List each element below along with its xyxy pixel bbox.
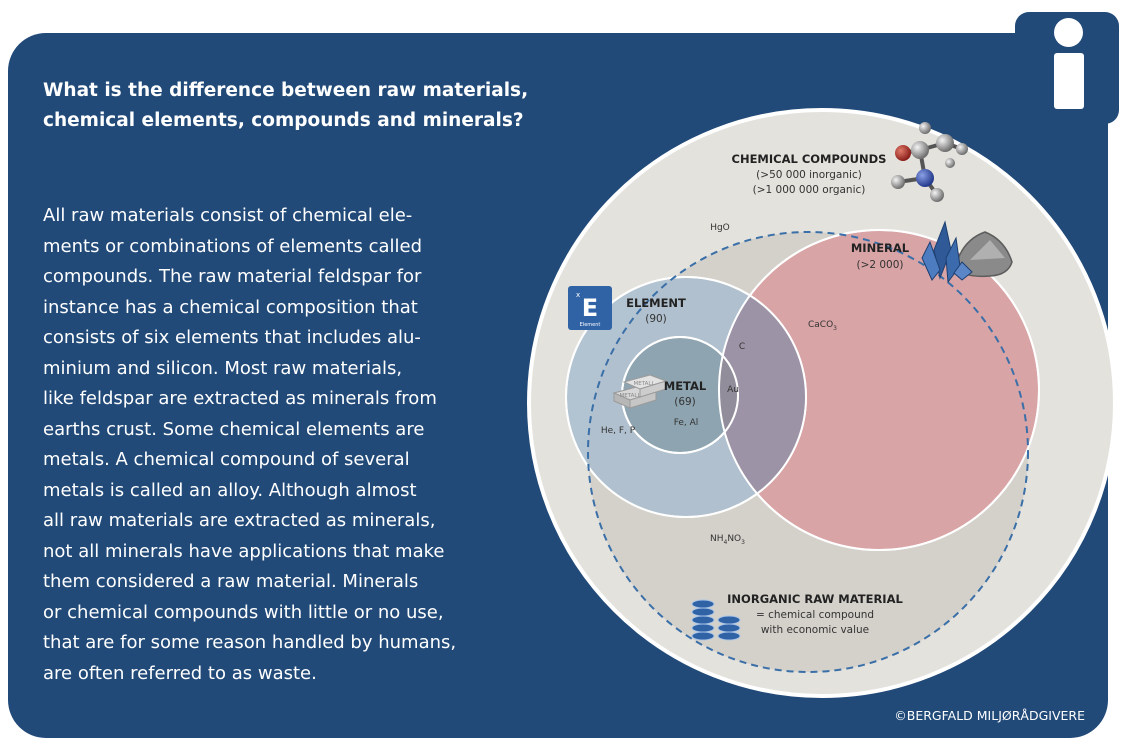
mineral-title: MINERAL [851,241,910,255]
molecule-icon [891,122,968,202]
metal-count: (69) [674,396,696,408]
example-hgo: HgO [710,223,730,233]
element-count: (90) [645,313,667,325]
compounds-title: CHEMICAL COMPOUNDS [732,152,887,166]
compounds-inorganic-count: (>50 000 inorganic) [756,169,862,181]
example-caco3: CaCO3 [808,320,837,332]
example-nh4no3: NH4NO3 [710,534,745,546]
svg-text:METALL: METALL [633,381,655,387]
element-badge: x E Element [568,286,612,330]
body-paragraph: All raw materials consist of chemical el… [43,205,457,684]
svg-text:E: E [582,294,598,322]
compounds-organic-count: (>1 000 000 organic) [753,184,866,196]
info-icon-stem [1054,53,1084,109]
info-icon-dot [1054,18,1083,47]
example-c: C [739,342,745,352]
coins-icon [691,599,741,641]
copyright-credit: ©BERGFALD MILJØRÅDGIVERE [894,708,1085,723]
metal-ingots-icon: METALL METALL [612,374,668,409]
raw-material-definition: = chemical compound [756,609,874,621]
svg-text:Element: Element [580,322,601,328]
example-au: Au [727,385,739,395]
page-title: What is the difference between raw mater… [43,80,529,131]
svg-text:METALL: METALL [619,393,641,399]
metal-title: METAL [664,379,707,393]
mineral-count: (>2 000) [856,259,903,271]
raw-material-definition-2: with economic value [761,624,869,636]
element-title: ELEMENT [626,296,686,310]
svg-text:x: x [576,291,580,299]
example-fe-al: Fe, Al [674,418,699,428]
raw-material-title: INORGANIC RAW MATERIAL [727,592,903,606]
raw-material-boundary [587,231,1029,673]
example-he-f-p: He, F, P [601,426,636,436]
crystal-icon [921,220,1013,284]
